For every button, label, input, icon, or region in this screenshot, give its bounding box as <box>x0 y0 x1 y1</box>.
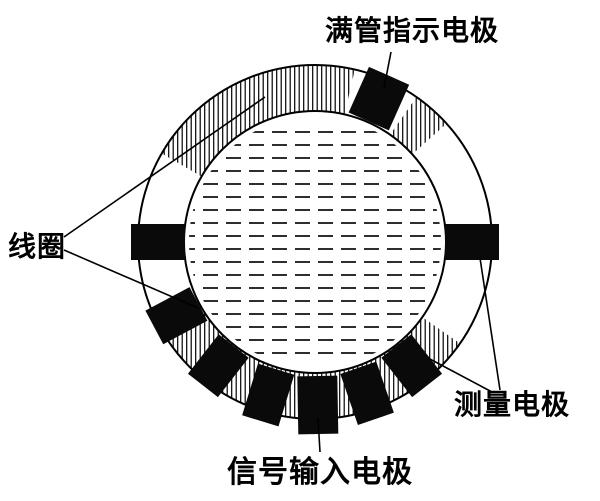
leader-line-coil-lower <box>63 249 199 309</box>
coil-winding-hatch-top <box>161 64 355 177</box>
leader-line-measuring-lower <box>427 357 493 393</box>
label-measuring-electrode: 测量电极 <box>454 389 570 420</box>
leader-line-full-pipe-electrode <box>383 51 392 89</box>
signal-input-electrode-block <box>297 375 339 435</box>
electrode-block <box>145 287 208 345</box>
label-signal-input-electrode: 信号输入电极 <box>227 456 413 489</box>
coil-winding-hatch-top-right <box>390 97 447 155</box>
leader-line-coil-upper <box>63 96 266 238</box>
leader-line-measuring-upper <box>479 257 501 391</box>
coil-block-right <box>445 224 499 260</box>
coil-block-left <box>131 224 185 260</box>
measuring-electrode-block <box>381 334 443 398</box>
label-coil: 线圈 <box>8 231 66 262</box>
leader-line-signal-input <box>317 417 321 453</box>
electrode-block <box>187 334 249 398</box>
inner-pipe-wall <box>183 110 447 374</box>
electrode-block <box>242 363 295 427</box>
electrode-block <box>340 361 394 426</box>
full-pipe-indicator-electrode-block <box>348 66 410 131</box>
label-full-pipe-indicator-electrode: 满管指示电极 <box>325 14 499 46</box>
